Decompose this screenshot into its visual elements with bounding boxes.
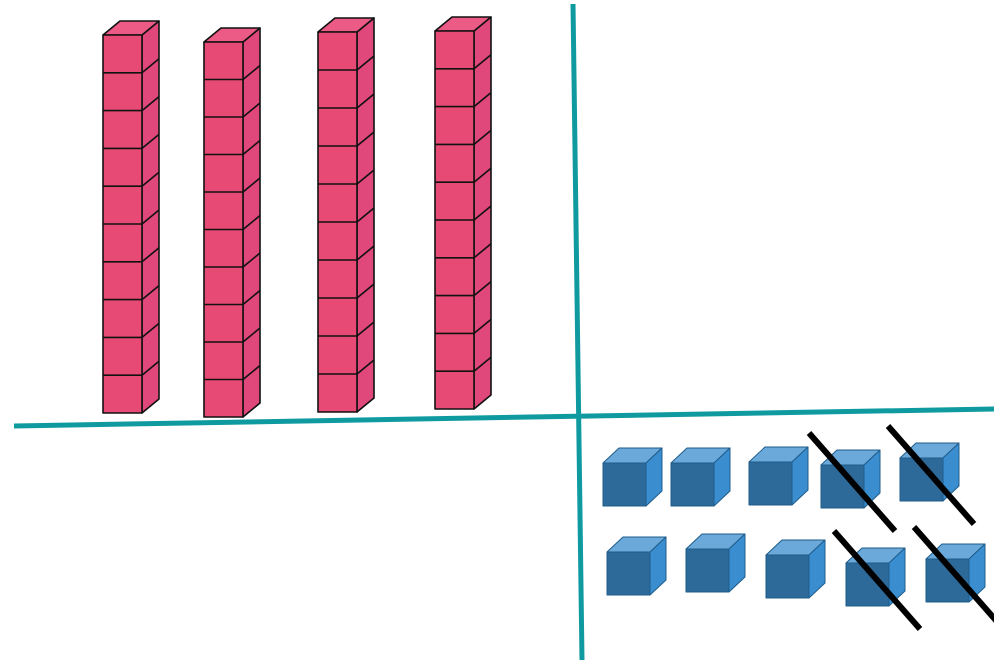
rod-unit-line bbox=[141, 284, 160, 301]
cross-out-line bbox=[806, 431, 898, 533]
cross-out-line bbox=[885, 424, 977, 526]
rod-unit-line bbox=[473, 205, 492, 221]
rod-unit-line bbox=[141, 133, 160, 150]
rod-unit-line bbox=[356, 359, 375, 375]
rod-unit-line bbox=[242, 102, 261, 118]
ten-rod bbox=[203, 27, 261, 418]
rod-unit-line bbox=[141, 58, 160, 74]
rod-unit-line bbox=[141, 322, 160, 339]
tens-rods-group bbox=[102, 16, 492, 418]
rod-unit-line bbox=[356, 321, 375, 337]
rod-unit-line bbox=[473, 318, 492, 335]
rod-unit-line bbox=[242, 327, 261, 343]
rod-unit-line bbox=[473, 356, 492, 372]
rod-unit-line bbox=[356, 245, 375, 261]
rod-unit-line bbox=[242, 289, 261, 306]
rod-unit-line bbox=[242, 252, 261, 268]
unit-cube bbox=[670, 447, 731, 507]
unit-cube-crossed-out bbox=[911, 525, 994, 623]
rod-unit-line bbox=[473, 129, 492, 146]
rod-unit-line bbox=[356, 207, 375, 223]
rod-unit-line bbox=[242, 64, 261, 81]
cross-out-line bbox=[911, 525, 994, 623]
unit-cube bbox=[765, 539, 826, 599]
unit-cube-crossed-out bbox=[831, 529, 923, 631]
rod-unit-line bbox=[141, 247, 160, 263]
rod-unit-line bbox=[242, 177, 261, 193]
rod-unit-line bbox=[242, 214, 261, 231]
ones-cubes-group bbox=[602, 424, 994, 631]
rod-unit-line bbox=[473, 243, 492, 259]
rod-unit-line bbox=[473, 167, 492, 183]
unit-cube bbox=[602, 447, 663, 507]
rod-unit-line bbox=[242, 364, 261, 381]
rod-unit-line bbox=[141, 360, 160, 376]
rod-unit-line bbox=[356, 283, 375, 299]
unit-cube bbox=[606, 536, 667, 596]
vertical-divider-line bbox=[570, 3, 585, 660]
cube-front-face bbox=[765, 554, 810, 599]
rod-unit-line bbox=[473, 54, 492, 70]
rod-unit-line bbox=[356, 131, 375, 147]
cube-front-face bbox=[685, 548, 730, 593]
rod-unit-line bbox=[356, 93, 375, 109]
rod-unit-line bbox=[141, 209, 160, 225]
cube-front-face bbox=[670, 462, 715, 507]
ten-rod bbox=[102, 20, 160, 414]
cross-out-line bbox=[831, 529, 923, 631]
unit-cube-crossed-out bbox=[885, 424, 977, 526]
unit-cube bbox=[748, 446, 809, 506]
rod-unit-line bbox=[473, 91, 492, 108]
rod-unit-line bbox=[141, 95, 160, 112]
cube-front-face bbox=[748, 461, 793, 506]
cube-front-face bbox=[606, 551, 651, 596]
ten-rod bbox=[317, 17, 375, 413]
rod-unit-line bbox=[356, 55, 375, 71]
horizontal-divider-line bbox=[13, 406, 994, 429]
rod-unit-line bbox=[141, 171, 160, 187]
rod-unit-line bbox=[242, 139, 261, 156]
quadrant-dividers bbox=[13, 3, 994, 660]
rod-unit-line bbox=[473, 280, 492, 297]
rod-unit-line bbox=[356, 169, 375, 185]
unit-cube bbox=[685, 533, 746, 593]
unit-cube-crossed-out bbox=[806, 431, 898, 533]
cube-front-face bbox=[602, 462, 647, 507]
ten-rod bbox=[434, 16, 492, 410]
